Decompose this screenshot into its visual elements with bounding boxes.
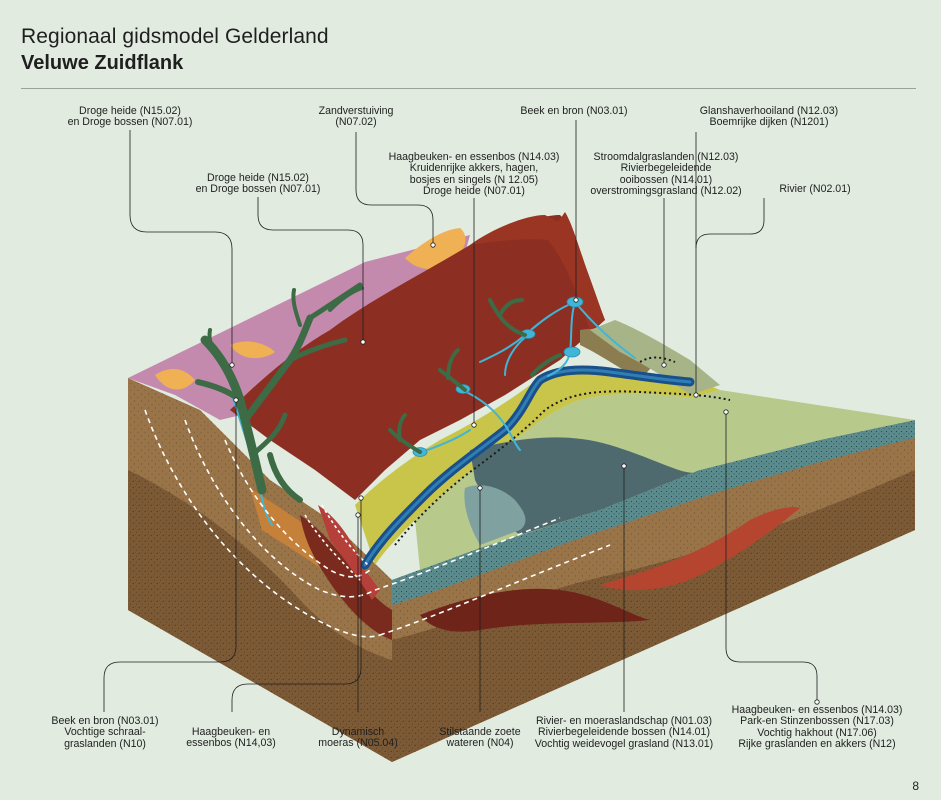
label-rivier-moeraslandschap: Rivier- en moeraslandschap (N01.03)Rivie… (534, 715, 714, 750)
page-title: Regionaal gidsmodel Gelderland (21, 25, 329, 48)
label-droge-heide-1: Droge heide (N15.02)en Droge bossen (N07… (67, 105, 193, 129)
label-glanshaverhooiland: Glanshaverhooiland (N12.03)Boemrijke dij… (699, 105, 839, 129)
leader-lines (103, 120, 818, 712)
label-beek-bron-bottom: Beek en bron (N03.01)Vochtige schraal-gr… (51, 715, 159, 750)
soil-right-face (392, 420, 915, 762)
label-stroomdalgraslanden: Stroomdalgraslanden (N12.03)Rivierbegele… (590, 151, 742, 197)
header-divider (21, 88, 916, 89)
soil-left-face (128, 378, 392, 762)
page-number: 8 (912, 779, 919, 793)
label-zandverstuiving: Zandverstuiving(N07.02) (318, 105, 394, 129)
label-haagbeuken-right: Haagbeuken- en essenbos (N14.03)Park-en … (731, 704, 903, 750)
leader-dots (229, 242, 820, 705)
valley-forest (195, 282, 364, 503)
label-rivier: Rivier (N02.01) (779, 183, 851, 195)
surface-top (128, 212, 915, 570)
label-droge-heide-2: Droge heide (N15.02)en Droge bossen (N07… (195, 172, 321, 196)
groundwater-flow (144, 409, 611, 638)
label-beek-bron-top: Beek en bron (N03.01) (520, 105, 628, 117)
label-haagbeuken-top: Haagbeuken- en essenbos (N14.03)Kruidenr… (388, 151, 560, 197)
hill-forest (388, 298, 562, 454)
page-subtitle: Veluwe Zuidflank (21, 52, 184, 74)
